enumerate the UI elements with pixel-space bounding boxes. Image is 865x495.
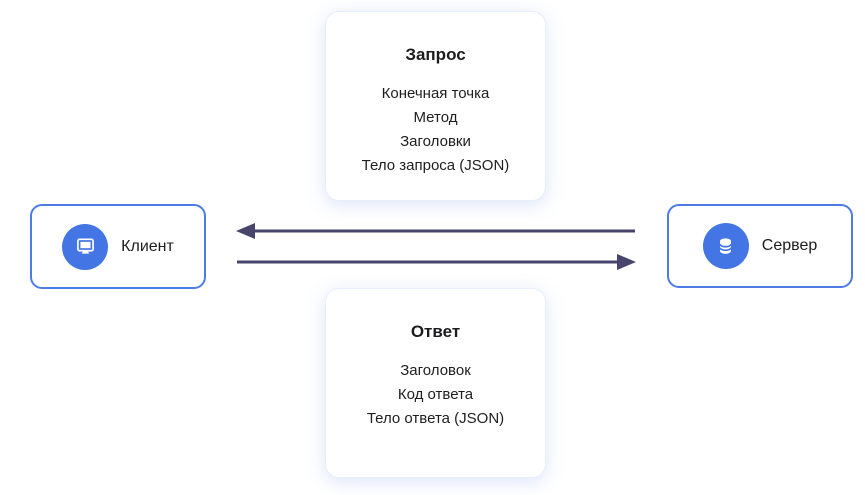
response-card-title: Ответ (410, 322, 461, 341)
request-card-title: Запрос (405, 45, 466, 64)
response-card-list: Заголовок Код ответа Тело ответа (JSON) (326, 359, 545, 431)
request-card-list: Конечная точка Метод Заголовки Тело запр… (326, 82, 545, 178)
list-item: Тело ответа (JSON) (366, 410, 505, 427)
request-card: Запрос Конечная точка Метод Заголовки Те… (325, 11, 546, 201)
list-item: Код ответа (397, 386, 474, 403)
list-item: Заголовки (400, 133, 471, 150)
database-icon (702, 223, 749, 269)
list-item: Заголовок (400, 362, 471, 379)
list-item: Конечная точка (381, 85, 490, 102)
client-node-label: Клиент (121, 237, 174, 255)
list-item: Тело запроса (JSON) (361, 157, 510, 174)
arrow-right (237, 254, 636, 270)
server-node: Сервер (667, 204, 853, 288)
arrow-left (236, 223, 635, 239)
response-card: Ответ Заголовок Код ответа Тело ответа (… (325, 288, 546, 478)
server-node-label: Сервер (761, 237, 818, 254)
monitor-icon (62, 223, 109, 270)
client-node: Клиент (30, 204, 206, 289)
list-item: Метод (413, 109, 458, 126)
